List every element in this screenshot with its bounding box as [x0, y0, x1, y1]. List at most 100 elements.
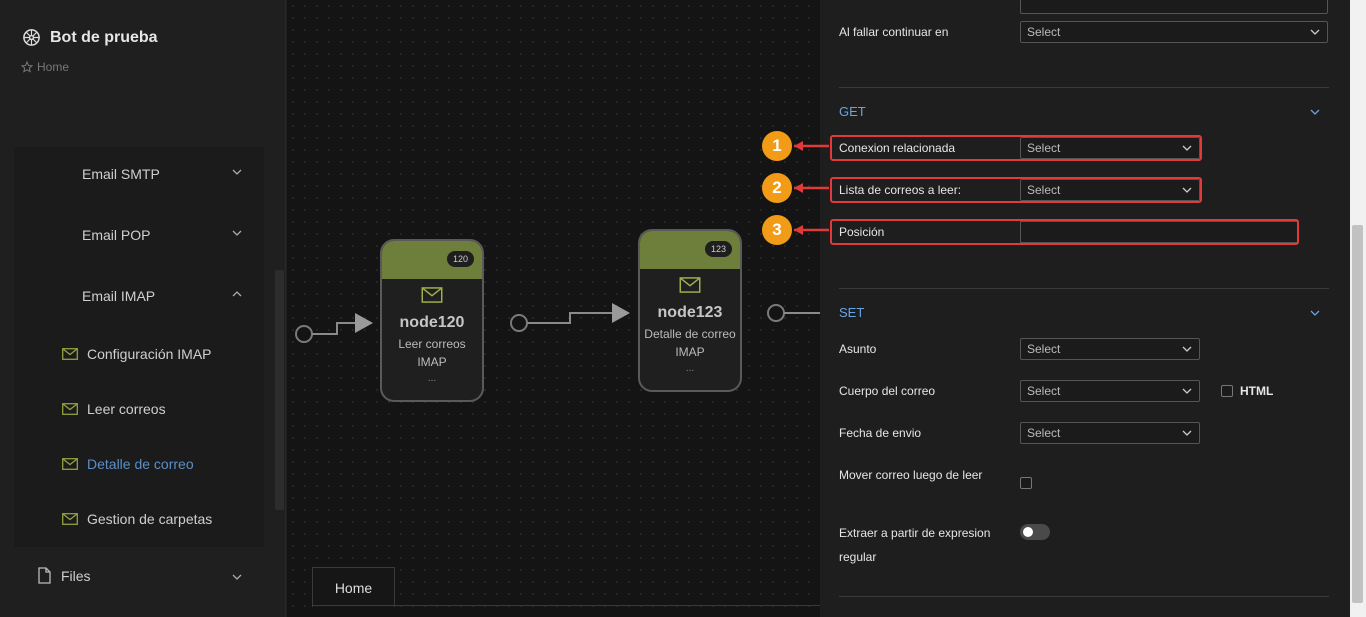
breadcrumb[interactable]: Home: [21, 60, 69, 74]
select-value: Select: [1027, 183, 1061, 197]
breadcrumb-home[interactable]: Home: [37, 60, 70, 74]
toggle-knob: [1023, 527, 1033, 537]
flow-canvas[interactable]: 120 node120 Leer correos IMAP ... 123 no…: [287, 0, 820, 617]
select-value: Select: [1027, 384, 1061, 398]
section-divider: [839, 87, 1329, 88]
top-select-partial[interactable]: [1020, 0, 1328, 14]
menu-group-label: Email SMTP: [82, 166, 160, 182]
arrow-head-icon: [612, 303, 630, 323]
date-label: Fecha de envio: [839, 426, 922, 440]
chevron-down-icon: [1182, 187, 1192, 193]
subject-label: Asunto: [839, 342, 877, 356]
sidebar-item-gestion-de-carpetas[interactable]: Gestion de carpetas: [62, 511, 212, 527]
node-icon-wrap: [382, 287, 482, 308]
annotation-marker-3: 3: [762, 215, 792, 245]
chevron-down-icon: [1182, 430, 1192, 436]
highlight-box-1: [830, 135, 1202, 161]
page-scrollbar-thumb[interactable]: [1352, 225, 1363, 603]
menu-group-email-pop[interactable]: Email POP: [14, 223, 264, 247]
on-fail-select[interactable]: Select: [1020, 21, 1328, 43]
mail-icon: [62, 403, 78, 415]
flow-connectors: [295, 303, 820, 343]
body-select[interactable]: Select: [1020, 380, 1200, 402]
list-label: Lista de correos a leer:: [839, 183, 962, 197]
node-input-port[interactable]: [295, 325, 313, 343]
position-input[interactable]: [1020, 221, 1298, 243]
select-value: Select: [1027, 141, 1061, 155]
node-output-port[interactable]: [510, 314, 528, 332]
sidebar-item-label: Files: [61, 567, 91, 584]
node-title: node123: [657, 304, 723, 321]
regex-toggle[interactable]: [1020, 524, 1050, 540]
on-fail-label: Al fallar continuar en: [839, 25, 949, 39]
annotation-marker-1: 1: [762, 131, 792, 161]
sidebar-item-configuracion-imap[interactable]: Configuración IMAP: [62, 346, 212, 362]
subject-select[interactable]: Select: [1020, 338, 1200, 360]
flow-node-123[interactable]: 123 node123 Detalle de correo IMAP ...: [638, 229, 742, 392]
sidebar-item-detalle-de-correo[interactable]: Detalle de correo: [62, 456, 194, 472]
sidebar-item-label: Configuración IMAP: [87, 346, 212, 362]
regex-label-line2: regular: [839, 550, 877, 564]
connection-select[interactable]: Select: [1020, 137, 1200, 159]
chevron-down-icon: [1310, 29, 1320, 35]
position-label: Posición: [839, 225, 885, 239]
html-checkbox[interactable]: [1221, 385, 1233, 397]
arrow-head-icon: [355, 313, 373, 333]
mail-icon: [62, 513, 78, 525]
sidebar-item-leer-correos[interactable]: Leer correos: [62, 401, 166, 417]
select-value: Select: [1027, 25, 1061, 39]
tab-home[interactable]: Home: [312, 567, 395, 607]
section-title-set[interactable]: SET: [839, 305, 865, 320]
chevron-down-icon[interactable]: [1309, 307, 1321, 319]
section-divider: [839, 288, 1329, 289]
sidebar-item-label: Leer correos: [87, 401, 166, 417]
list-select[interactable]: Select: [1020, 179, 1200, 201]
node-output-port[interactable]: [767, 304, 785, 322]
date-select[interactable]: Select: [1020, 422, 1200, 444]
sidebar: Bot de prueba Home Email SMTP Email POP …: [0, 0, 286, 617]
sidebar-item-label: Gestion de carpetas: [87, 511, 213, 527]
file-icon: [38, 567, 51, 584]
node-header: 120: [382, 241, 482, 279]
chevron-down-icon: [232, 574, 242, 580]
tab-divider: [312, 605, 820, 606]
sidebar-item-files[interactable]: Files: [38, 567, 91, 584]
flow-node-120[interactable]: 120 node120 Leer correos IMAP ...: [380, 239, 484, 402]
menu-group-email-smtp[interactable]: Email SMTP: [14, 162, 264, 186]
node-subtitle: Detalle de correo IMAP: [644, 327, 736, 359]
menu-group-email-imap[interactable]: Email IMAP: [14, 284, 264, 308]
sidebar-item-label: Detalle de correo: [87, 456, 194, 472]
regex-label-line1: Extraer a partir de expresion: [839, 526, 991, 540]
mail-icon: [62, 458, 78, 470]
brand: Bot de prueba: [22, 28, 158, 47]
mail-icon: [421, 287, 443, 303]
node-title: node120: [399, 314, 465, 331]
move-label: Mover correo luego de leer: [839, 468, 983, 482]
move-checkbox[interactable]: [1020, 477, 1032, 489]
section-divider: [839, 596, 1329, 597]
menu-list: Email SMTP Email POP Email IMAP: [14, 147, 264, 547]
select-value: Select: [1027, 342, 1061, 356]
chevron-down-icon: [232, 230, 242, 236]
body-label: Cuerpo del correo: [839, 384, 936, 398]
star-icon: [21, 61, 33, 73]
properties-panel: Al fallar continuar en Select GET Conexi…: [820, 0, 1350, 617]
highlight-box-2: [830, 177, 1202, 203]
mail-icon: [62, 348, 78, 360]
chevron-down-icon: [232, 169, 242, 175]
menu-group-label: Email POP: [82, 227, 151, 243]
menu-group-label: Email IMAP: [82, 288, 156, 304]
sidebar-scrollbar[interactable]: [275, 270, 284, 510]
connection-label: Conexion relacionada: [839, 141, 956, 155]
section-title-get[interactable]: GET: [839, 104, 866, 119]
node-icon-wrap: [640, 277, 740, 298]
html-label: HTML: [1240, 384, 1274, 398]
mail-icon: [679, 277, 701, 293]
node-subtitle: Leer correos IMAP: [398, 337, 466, 369]
chevron-down-icon: [1182, 346, 1192, 352]
node-header: 123: [640, 231, 740, 269]
node-more: ...: [427, 373, 437, 384]
chevron-down-icon[interactable]: [1309, 106, 1321, 118]
node-more: ...: [685, 363, 695, 374]
